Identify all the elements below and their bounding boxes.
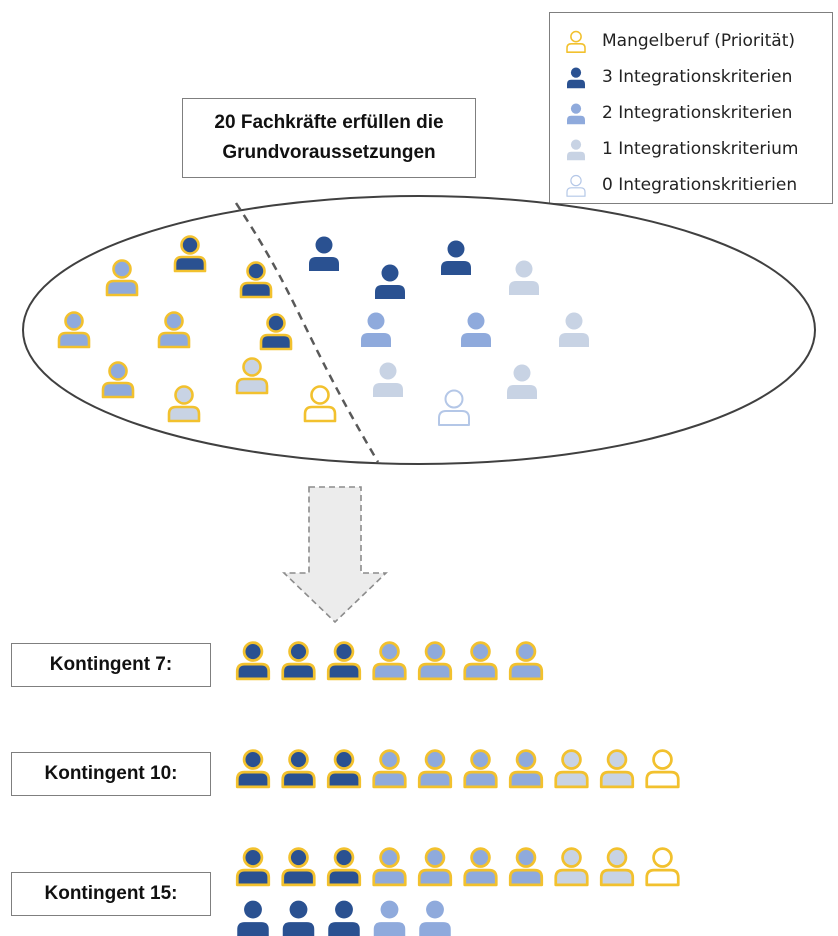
person-medium-blue-icon: [419, 900, 451, 936]
person-mangelberuf-medium-blue-icon: [372, 641, 407, 681]
legend-label: Mangelberuf (Priorität): [602, 31, 796, 51]
person-mangelberuf-dark-blue-icon: [235, 641, 271, 681]
person-mangelberuf-dark-blue-icon: [281, 847, 316, 887]
person-mangelberuf-medium-blue-icon: [463, 847, 498, 887]
person-mangelberuf-white-icon: [645, 749, 680, 789]
person-mangelberuf-light-blue-icon: [599, 749, 635, 789]
person-mangelberuf-medium-blue-icon: [508, 641, 544, 681]
person-white-icon: [566, 174, 586, 197]
person-mangelberuf-medium-blue-icon: [463, 749, 498, 789]
person-mangelberuf-medium-blue-icon: [157, 311, 191, 349]
person-light-blue-icon: [507, 364, 537, 399]
pool-divider: [234, 202, 380, 463]
legend-label: 1 Integrationskriterium: [602, 139, 799, 159]
person-mangelberuf-light-blue-icon: [554, 749, 589, 789]
person-mangelberuf-light-blue-icon: [599, 847, 635, 887]
person-medium-blue-icon: [567, 103, 585, 125]
legend-item-level3: 3 Integrationskriterien: [550, 63, 832, 93]
person-mangelberuf-dark-blue-icon: [259, 313, 293, 351]
person-mangelberuf-dark-blue-icon: [239, 261, 273, 299]
person-white-icon: [438, 389, 470, 426]
person-light-blue-icon: [559, 312, 589, 347]
person-mangelberuf-medium-blue-icon: [463, 641, 498, 681]
person-outline-yellow-icon: [566, 30, 586, 53]
person-mangelberuf-white-icon: [303, 385, 337, 423]
person-dark-blue-icon: [328, 900, 360, 936]
person-mangelberuf-medium-blue-icon: [508, 847, 544, 887]
person-mangelberuf-dark-blue-icon: [281, 641, 316, 681]
person-mangelberuf-dark-blue-icon: [326, 847, 362, 887]
person-mangelberuf-medium-blue-icon: [372, 749, 407, 789]
person-mangelberuf-dark-blue-icon: [326, 641, 362, 681]
legend-label: 2 Integrationskriterien: [602, 103, 793, 123]
person-dark-blue-icon: [237, 900, 269, 936]
person-mangelberuf-light-blue-icon: [554, 847, 589, 887]
person-mangelberuf-medium-blue-icon: [508, 749, 544, 789]
pool-people: [57, 235, 589, 426]
person-mangelberuf-medium-blue-icon: [101, 361, 135, 399]
person-mangelberuf-dark-blue-icon: [326, 749, 362, 789]
person-dark-blue-icon: [375, 264, 405, 299]
person-dark-blue-icon: [309, 236, 339, 271]
person-medium-blue-icon: [373, 900, 406, 936]
legend-label: 0 Integrationskritierien: [602, 175, 798, 195]
down-arrow: [282, 486, 388, 624]
person-mangelberuf-medium-blue-icon: [105, 259, 139, 297]
person-light-blue-icon: [567, 139, 585, 161]
person-medium-blue-icon: [361, 312, 391, 347]
legend-item-level2: 2 Integrationskriterien: [550, 99, 832, 129]
kontingent-7-box: Kontingent 7:: [11, 643, 211, 687]
person-mangelberuf-white-icon: [645, 847, 680, 887]
kontingent-label: Kontingent 15:: [44, 883, 178, 904]
person-mangelberuf-dark-blue-icon: [173, 235, 207, 273]
person-mangelberuf-medium-blue-icon: [417, 641, 453, 681]
title-line-2: Grundvoraussetzungen: [222, 142, 436, 163]
kontingent-10-box: Kontingent 10:: [11, 752, 211, 796]
person-mangelberuf-medium-blue-icon: [417, 749, 453, 789]
person-dark-blue-icon: [567, 67, 585, 89]
title-line-1: 20 Fachkräfte erfüllen die: [214, 112, 444, 133]
person-mangelberuf-light-blue-icon: [167, 385, 201, 423]
kontingent-label: Kontingent 7:: [49, 654, 173, 675]
legend-item-mangelberuf: Mangelberuf (Priorität): [550, 27, 832, 57]
person-light-blue-icon: [373, 362, 403, 397]
person-mangelberuf-dark-blue-icon: [235, 749, 271, 789]
legend-label: 3 Integrationskriterien: [602, 67, 793, 87]
legend: Mangelberuf (Priorität) 3 Integrationskr…: [549, 12, 833, 204]
person-mangelberuf-dark-blue-icon: [235, 847, 271, 887]
kontingent-label: Kontingent 10:: [44, 763, 178, 784]
person-mangelberuf-medium-blue-icon: [57, 311, 91, 349]
person-mangelberuf-medium-blue-icon: [372, 847, 407, 887]
person-mangelberuf-medium-blue-icon: [417, 847, 453, 887]
person-mangelberuf-dark-blue-icon: [281, 749, 316, 789]
kontingent-15-box: Kontingent 15:: [11, 872, 211, 916]
person-light-blue-icon: [509, 260, 539, 295]
person-dark-blue-icon: [282, 900, 315, 936]
person-medium-blue-icon: [461, 312, 491, 347]
title-box: 20 Fachkräfte erfüllen die Grundvorausse…: [182, 98, 476, 178]
person-dark-blue-icon: [441, 240, 471, 275]
pool-ellipse: [22, 195, 816, 465]
legend-item-level1: 1 Integrationskriterium: [550, 135, 832, 165]
kontingent-people: [235, 641, 680, 936]
person-mangelberuf-light-blue-icon: [235, 357, 269, 395]
legend-item-level0: 0 Integrationskritierien: [550, 171, 832, 201]
